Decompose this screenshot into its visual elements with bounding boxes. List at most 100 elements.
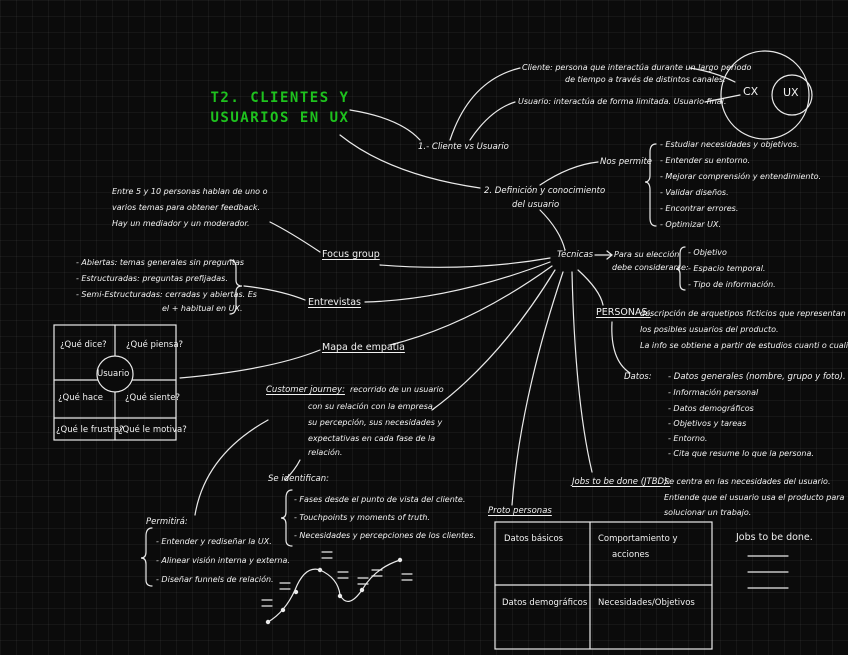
datos-item: - Información personal (668, 388, 759, 397)
connector-focus-desc (269, 221, 321, 253)
node-personas: PERSONAS: (596, 307, 651, 318)
empathy-q-piensa: ¿Qué piensa? (126, 340, 184, 350)
permitira-item: - Alinear visión interna y externa. (156, 556, 290, 565)
customer-journey-desc: con su relación con la empresa, (308, 402, 436, 411)
para-eleccion-line-1: Para su elección (614, 250, 680, 259)
nos-permite-item: - Estudiar necesidades y objetivos. (660, 140, 800, 149)
journey-point (359, 587, 365, 593)
entrevistas-item: - Estructuradas: preguntas prefijadas. (76, 274, 228, 283)
nos-permite-item: - Entender su entorno. (660, 156, 751, 165)
entrevistas-item: - Abiertas: temas generales sin pregunta… (76, 258, 245, 267)
journey-point (397, 557, 403, 563)
personas-desc: La info se obtiene a partir de estudios … (640, 341, 848, 350)
venn-ux-label: UX (783, 86, 799, 99)
connector-title-cliente (349, 109, 421, 141)
permitira-item: - Diseñar funnels de relación. (156, 575, 274, 584)
datos-item: - Datos demográficos (668, 404, 754, 413)
venn-outer (720, 50, 810, 140)
connector-definicion-tecnicas (539, 209, 566, 251)
jtbd-desc: solucionar un trabajo. (664, 508, 752, 517)
connector-venn-2 (704, 94, 741, 103)
entrevistas-item: el + habitual en UX. (162, 304, 243, 313)
nos-permite-item: - Optimizar UX. (660, 220, 721, 229)
proto-cell-comportamiento-2: acciones (612, 550, 650, 560)
considerar-item: - Objetivo (688, 248, 727, 257)
journey-point (280, 607, 286, 613)
focus-group-desc: Hay un mediador y un moderador. (112, 219, 250, 228)
jtbd-desc: Se centra en las necesidades del usuario… (664, 477, 831, 486)
personas-desc: los posibles usuarios del producto. (640, 325, 779, 334)
node-definicion-line-1: 2. Definición y conocimiento (484, 186, 606, 196)
journey-point (293, 589, 299, 595)
se-identifican-item: - Necesidades y percepciones de los clie… (294, 531, 476, 540)
empathy-q-hace: ¿Qué hace (58, 393, 104, 403)
brace-entrevistas (229, 259, 243, 315)
customer-journey-desc: expectativas en cada fase de la (308, 434, 436, 443)
nos-permite-item: - Mejorar comprensión y entendimiento. (660, 172, 822, 181)
venn-inner (771, 74, 813, 116)
empathy-q-siente: ¿Qué siente? (125, 393, 181, 403)
connector-customer-permitira (194, 419, 269, 516)
se-identifican-label: Se identifican: (268, 474, 330, 484)
arrow-tecnicas (594, 250, 613, 260)
connector-focus (379, 257, 551, 268)
jobs-to-be-done-title: Jobs to be done. (736, 532, 813, 543)
se-identifican-item: - Fases desde el punto de vista del clie… (294, 495, 466, 504)
datos-item: - Datos generales (nombre, grupo y foto)… (668, 372, 846, 382)
se-identifican-item: - Touchpoints y moments of truth. (294, 513, 430, 522)
node-tecnicas: Técnicas (557, 250, 594, 260)
empathy-center-label: Usuario (97, 369, 130, 379)
node-entrevistas: Entrevistas (308, 297, 361, 308)
para-eleccion-line-2: debe considerarse: (612, 263, 689, 272)
node-mapa-empatia: Mapa de empatía (322, 342, 405, 353)
customer-journey-desc: relación. (308, 448, 343, 457)
brace-considerar (675, 246, 686, 291)
empathy-q-motiva: ¿Qué le motiva? (118, 425, 187, 435)
page-title-line-1: T2. CLIENTES Y (210, 90, 350, 106)
brace-permitira (140, 527, 153, 587)
connector-datos (611, 321, 631, 374)
node-definicion-line-2: del usuario (512, 200, 560, 210)
node-jtbd: Jobs to be done (JTBD): (572, 477, 671, 487)
connector-nos-permite (539, 161, 599, 186)
datos-label: Datos: (624, 372, 652, 382)
jtbd-desc: Entiende que el usuario usa el producto … (664, 493, 845, 502)
empathy-map-center (96, 355, 134, 393)
proto-cell-datos-basicos: Datos básicos (504, 534, 564, 544)
node-proto-personas: Proto personas (488, 506, 552, 516)
brace-nos-permite (644, 143, 657, 227)
cliente-definition-line-2: de tiempo a través de distintos canales. (565, 75, 726, 84)
focus-group-desc: Entre 5 y 10 personas hablan de uno o (112, 187, 268, 196)
nos-permite-item: - Validar diseños. (660, 188, 729, 197)
connector-entrevistas-brace (243, 285, 306, 301)
proto-cell-datos-demograficos: Datos demográficos (502, 598, 588, 608)
connector-entrevistas (364, 261, 551, 303)
journey-point (317, 567, 323, 573)
connector-title-definicion (339, 134, 481, 189)
journey-curve (267, 559, 401, 623)
cliente-definition-line-1: Cliente: persona que interactúa durante … (522, 63, 752, 72)
empathy-q-dice: ¿Qué dice? (60, 340, 107, 350)
datos-item: - Entorno. (668, 434, 708, 443)
considerar-item: - Espacio temporal. (688, 264, 766, 273)
connector-venn (689, 67, 736, 83)
connector-cliente (449, 67, 521, 141)
customer-journey-desc: su percepción, sus necesidades y (308, 418, 443, 427)
datos-item: - Objetivos y tareas (668, 419, 747, 428)
connector-customer (431, 269, 556, 411)
page-title: T2. CLIENTES Y USUARIOS EN UX (210, 88, 350, 128)
customer-journey-desc: recorrido de un usuario (350, 385, 444, 394)
nos-permite-label: Nos permite (600, 157, 653, 167)
proto-cell-comportamiento-1: Comportamiento y (598, 534, 678, 544)
personas-desc: descripción de arquetipos ficticios que … (640, 309, 848, 318)
brace-identifican (280, 489, 293, 547)
permitira-label: Permitirá: (146, 517, 188, 527)
node-customer-journey: Customer journey: (266, 385, 345, 395)
connector-usuario (469, 101, 516, 141)
connector-proto (511, 271, 564, 506)
journey-point (337, 593, 343, 599)
connector-jtbd (571, 271, 593, 473)
